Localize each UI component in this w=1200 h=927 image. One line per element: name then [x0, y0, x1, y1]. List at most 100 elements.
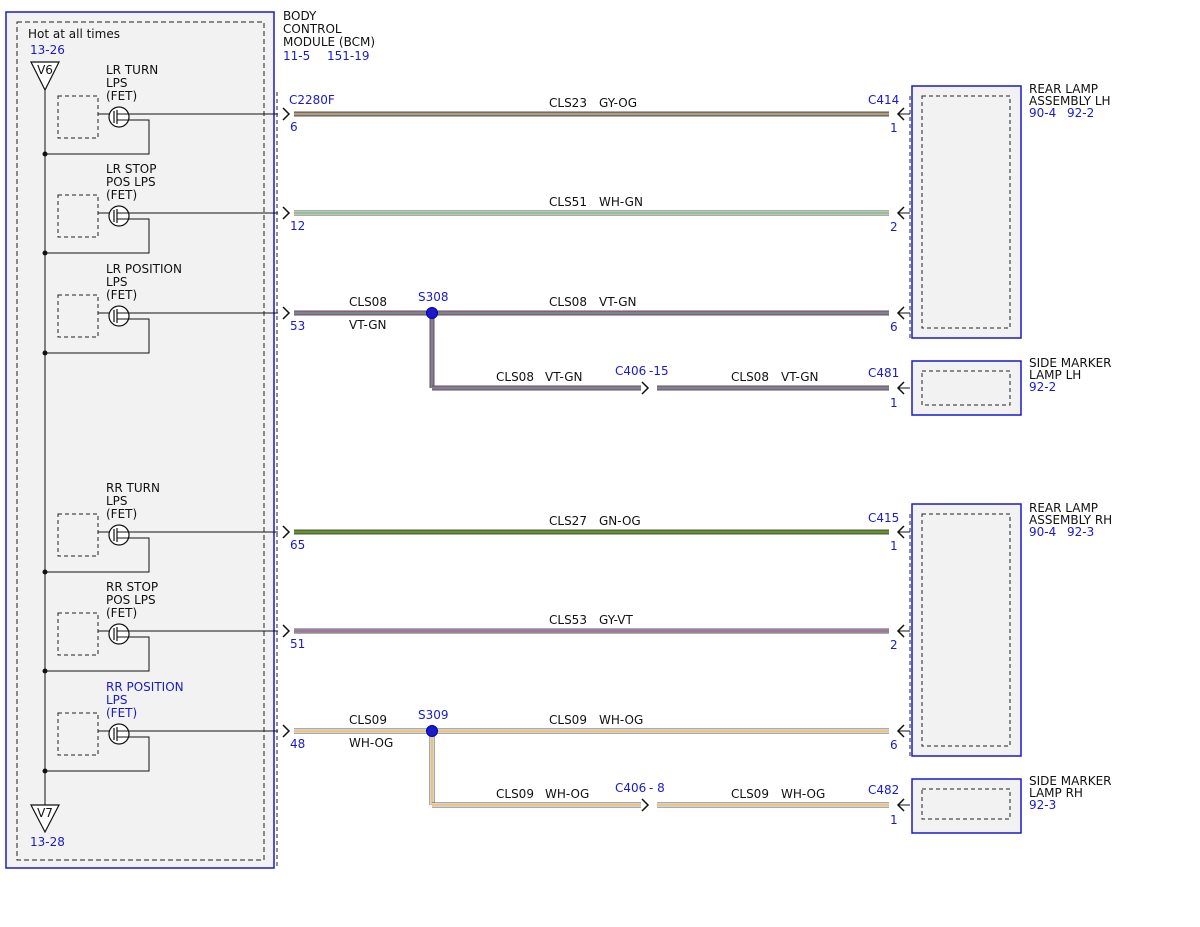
inline-connector-label: C406 [615, 364, 646, 378]
splice-dot[interactable] [426, 725, 438, 737]
bcm-title-line: MODULE (BCM) [283, 35, 375, 49]
fet-source-lead [45, 218, 150, 254]
component-label: ASSEMBLY LH [1029, 94, 1111, 108]
circuit-number: CLS08 [496, 370, 534, 384]
bcm-module-box[interactable] [5, 11, 275, 869]
component-box [911, 778, 1022, 834]
component-pin-number: 1 [890, 539, 898, 553]
component-pin-number: 6 [890, 738, 898, 752]
fet-source-lead [45, 119, 150, 155]
bcm-ref: 151-19 [327, 49, 370, 63]
transistor-icon [108, 205, 130, 227]
lamp-component[interactable] [911, 360, 1022, 416]
inline-connector-pin: -15 [649, 364, 669, 378]
bcm-pin-chevron [282, 306, 291, 320]
fet-gate-box [57, 612, 99, 656]
fet-switch[interactable] [42, 95, 279, 157]
static-layer [5, 11, 278, 869]
component-box [911, 85, 1022, 339]
bcm-pin-chevron [282, 107, 291, 121]
transistor-icon [108, 623, 130, 645]
component-connector-label: C481 [868, 366, 899, 380]
wire-color-code: VT-GN [545, 370, 582, 384]
fet-switch[interactable] [42, 612, 279, 674]
circuit-number: CLS09 [731, 787, 769, 801]
fet-label: LPS [106, 76, 128, 90]
bus-junction-dot [42, 350, 48, 356]
component-connector-label: C415 [868, 511, 899, 525]
component-label: LAMP RH [1029, 786, 1083, 800]
bus-junction-dot [42, 569, 48, 575]
power-in-triangle-icon[interactable] [30, 61, 60, 92]
wire-color-code: VT-GN [599, 295, 636, 309]
lamp-component[interactable] [911, 778, 1022, 834]
bcm-pin-number: 6 [290, 120, 298, 134]
power-out-ref: 13-28 [30, 835, 65, 849]
bus-junction-dot [42, 151, 48, 157]
component-label: SIDE MARKER [1029, 774, 1111, 788]
bus-junction-dot [42, 768, 48, 774]
fet-label: RR TURN [106, 481, 160, 495]
wire-color-code: WH-OG [599, 713, 643, 727]
fet-label: RR POSITION [106, 680, 184, 694]
transistor-icon [108, 106, 130, 128]
component-label: LAMP LH [1029, 368, 1081, 382]
component-ref: 92-2 [1067, 106, 1094, 120]
fet-source-lead [45, 636, 150, 672]
circuit-number: CLS53 [549, 613, 587, 627]
fet-label: POS LPS [106, 175, 156, 189]
circuit-number: CLS09 [549, 713, 587, 727]
component-inner-dashed [921, 788, 1011, 820]
fet-gate-box [57, 294, 99, 338]
bcm-pin-number: 65 [290, 538, 305, 552]
component-label: ASSEMBLY RH [1029, 513, 1112, 527]
inline-connector-chevron [641, 381, 650, 395]
component-pin-number: 6 [890, 320, 898, 334]
bcm-pin-number: 53 [290, 319, 305, 333]
splice-dot[interactable] [426, 307, 438, 319]
circuit-number: CLS51 [549, 195, 587, 209]
fet-switch[interactable] [42, 513, 279, 575]
fet-label: LPS [106, 494, 128, 508]
bcm-title-line: BODY [283, 9, 317, 23]
bus-junction-dot [42, 668, 48, 674]
component-ref: 92-3 [1029, 798, 1056, 812]
fet-label: (FET) [106, 188, 137, 202]
wire-color-code: VT-GN [781, 370, 818, 384]
component-pin-number: 2 [890, 220, 898, 234]
inline-connector-label: C406 [615, 781, 646, 795]
fet-gate-box [57, 712, 99, 756]
splice-label: S308 [418, 290, 449, 304]
circuit-number: CLS08 [349, 295, 387, 309]
transistor-icon [108, 305, 130, 327]
bcm-inner-dashed-box [16, 21, 265, 861]
component-ref: 90-4 [1029, 525, 1056, 539]
wire-color-code: VT-GN [349, 318, 386, 332]
fet-label: RR STOP [106, 580, 158, 594]
fet-switch[interactable] [42, 294, 279, 356]
wire-color-code: WH-GN [599, 195, 643, 209]
bcm-pin-chevron [282, 206, 291, 220]
component-connector-label: C414 [868, 93, 899, 107]
wire-color-code: WH-OG [349, 736, 393, 750]
component-ref: 90-4 [1029, 106, 1056, 120]
fet-label: (FET) [106, 706, 137, 720]
splice-label: S309 [418, 708, 449, 722]
component-inner-dashed [921, 370, 1011, 406]
component-pin-number: 1 [890, 396, 898, 410]
power-out-triangle-icon[interactable] [30, 804, 60, 834]
wire-color-code: GN-OG [599, 514, 641, 528]
component-label: REAR LAMP [1029, 501, 1098, 515]
fet-gate-box [57, 95, 99, 139]
transistor-icon [108, 524, 130, 546]
wire-color-code: GY-VT [599, 613, 633, 627]
lamp-component[interactable] [909, 503, 1022, 757]
bcm-pin-number: 48 [290, 737, 305, 751]
fet-switch[interactable] [42, 712, 279, 774]
circuit-number: CLS09 [349, 713, 387, 727]
lamp-component[interactable] [909, 85, 1022, 339]
fet-label: (FET) [106, 288, 137, 302]
inline-connector-chevron [641, 798, 650, 812]
fet-switch[interactable] [42, 194, 279, 256]
